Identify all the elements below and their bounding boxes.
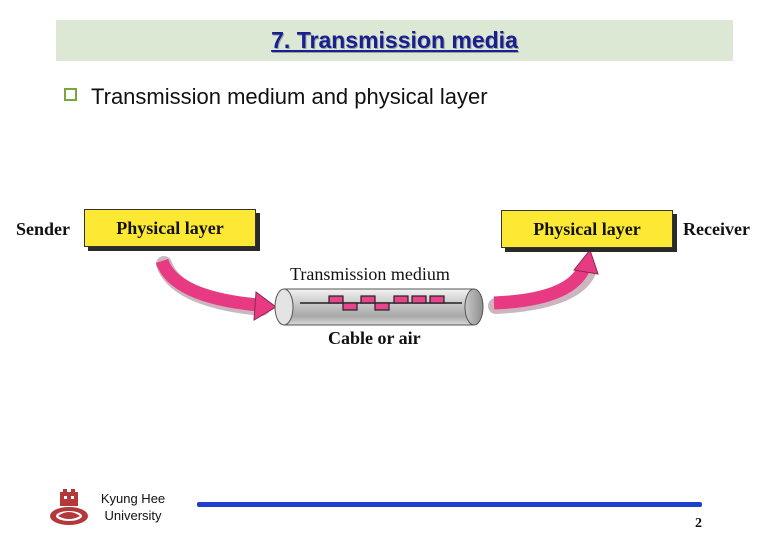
university-logo-icon xyxy=(50,489,88,525)
university-line-1: Kyung Hee xyxy=(100,491,166,506)
transmission-medium-label: Transmission medium xyxy=(290,264,450,284)
signal-waveform xyxy=(300,295,462,311)
receiver-label: Receiver xyxy=(683,219,750,239)
receiver-physical-layer-label: Physical layer xyxy=(533,219,641,239)
sender-physical-layer-label: Physical layer xyxy=(116,218,224,238)
page-number: 2 xyxy=(695,516,702,531)
bullet-text: Transmission medium and physical layer xyxy=(91,84,488,109)
sender-label: Sender xyxy=(16,219,70,239)
university-name: Kyung Hee University xyxy=(90,490,176,524)
university-line-2: University xyxy=(104,508,162,523)
sender-physical-layer-box: Physical layer xyxy=(84,209,256,247)
footer-divider xyxy=(197,502,702,507)
slide-title: 7. Transmission media xyxy=(271,27,518,53)
square-bullet-icon xyxy=(64,88,77,101)
receiver-physical-layer-box: Physical layer xyxy=(501,210,673,248)
title-bar: 7. Transmission media xyxy=(56,20,733,61)
sender-to-medium-arrow xyxy=(155,256,277,321)
cable-or-air-label: Cable or air xyxy=(328,328,421,348)
medium-to-receiver-arrow xyxy=(488,248,599,314)
